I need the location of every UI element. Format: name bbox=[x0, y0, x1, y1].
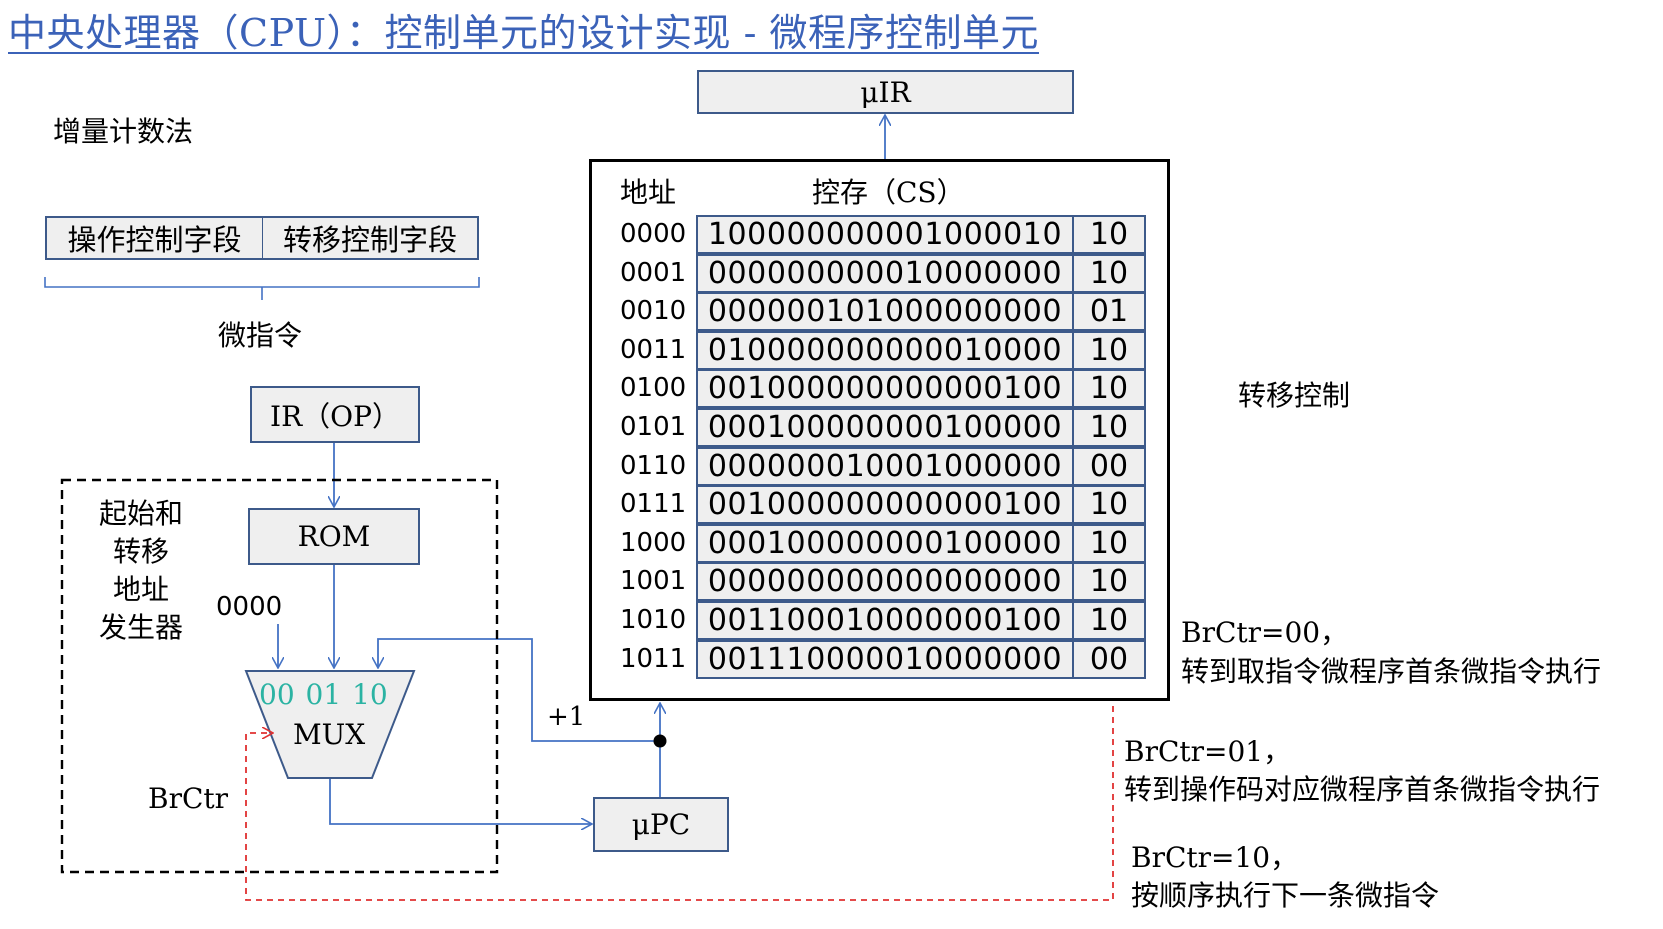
cs-row-address: 0111 bbox=[620, 489, 687, 519]
cs-row-brctr: 00 bbox=[1072, 447, 1146, 486]
address-generator-label: 起始和 转移 地址 发生器 bbox=[91, 495, 191, 647]
note-brctr-01-code: BrCtr=01， bbox=[1124, 735, 1292, 768]
cs-row-address: 1000 bbox=[620, 528, 687, 558]
note-brctr-10-code: BrCtr=10， bbox=[1131, 841, 1299, 874]
cs-row-brctr: 10 bbox=[1072, 254, 1146, 293]
upc-register: μPC bbox=[593, 797, 729, 852]
transfer-control-label: 转移控制 bbox=[1238, 379, 1351, 412]
cs-row-address: 0101 bbox=[620, 412, 687, 442]
method-label: 增量计数法 bbox=[53, 115, 194, 148]
cs-row-brctr: 10 bbox=[1072, 369, 1146, 408]
ir-op-register: IR（OP） bbox=[250, 386, 420, 443]
cs-row-control-bits: 001000000000000100 bbox=[696, 485, 1074, 524]
cs-row-control-bits: 001000000000000100 bbox=[696, 369, 1074, 408]
cs-row-control-bits: 000000000000000000 bbox=[696, 562, 1074, 601]
generator-label-line: 起始和 bbox=[98, 497, 183, 530]
brctr-label: BrCtr bbox=[148, 782, 229, 815]
cs-row-brctr: 01 bbox=[1072, 292, 1146, 331]
constant-input-label: 0000 bbox=[216, 592, 283, 622]
cs-row-address: 1001 bbox=[620, 566, 687, 596]
mux-input-00: 00 bbox=[259, 678, 295, 711]
note-brctr-00-code: BrCtr=00， bbox=[1181, 616, 1349, 649]
cs-row-brctr: 10 bbox=[1072, 485, 1146, 524]
mux-label: MUX bbox=[293, 718, 366, 751]
note-brctr-10-desc: 按顺序执行下一条微指令 bbox=[1131, 879, 1440, 912]
cs-row-brctr: 10 bbox=[1072, 562, 1146, 601]
note-brctr-00-desc: 转到取指令微程序首条微指令执行 bbox=[1181, 655, 1602, 688]
cs-row-control-bits: 001100010000000100 bbox=[696, 601, 1074, 640]
generator-label-line: 地址 bbox=[112, 573, 169, 606]
field-transfer-control: 转移控制字段 bbox=[262, 216, 479, 260]
cs-row-address: 1010 bbox=[620, 605, 687, 635]
junction-dot bbox=[653, 734, 667, 748]
cs-row-brctr: 10 bbox=[1072, 408, 1146, 447]
mux-input-10: 10 bbox=[352, 678, 388, 711]
cs-address-header: 地址 bbox=[620, 176, 677, 209]
page-title: 中央处理器（CPU）：控制单元的设计实现 - 微程序控制单元 bbox=[8, 11, 1040, 55]
rom-block: ROM bbox=[248, 508, 420, 565]
mux-input-01: 01 bbox=[305, 678, 342, 711]
cs-row-address: 0000 bbox=[620, 219, 687, 249]
cs-row-control-bits: 001110000010000000 bbox=[696, 640, 1074, 679]
uir-register: μIR bbox=[697, 70, 1074, 114]
microinstruction-brace bbox=[44, 277, 480, 300]
address-generator-boundary bbox=[60, 478, 499, 874]
cs-row-control-bits: 000000000010000000 bbox=[696, 254, 1074, 293]
generator-label-line: 转移 bbox=[112, 535, 169, 568]
cs-row-control-bits: 000000101000000000 bbox=[696, 292, 1074, 331]
cs-row-control-bits: 100000000001000010 bbox=[696, 215, 1074, 254]
cs-row-control-bits: 000000010001000000 bbox=[696, 447, 1074, 486]
wire-brctr-feedback bbox=[245, 684, 1114, 901]
increment-label: +1 bbox=[547, 702, 586, 732]
mux-shape bbox=[244, 670, 416, 779]
cs-header: 控存（CS） bbox=[812, 176, 965, 209]
microinstruction-label: 微指令 bbox=[218, 319, 303, 352]
note-brctr-01-desc: 转到操作码对应微程序首条微指令执行 bbox=[1124, 773, 1601, 806]
cs-row-brctr: 10 bbox=[1072, 215, 1146, 254]
mux-inputs: 00 01 10 bbox=[259, 678, 388, 711]
cs-row-control-bits: 000100000000100000 bbox=[696, 524, 1074, 563]
field-operation-control: 操作控制字段 bbox=[45, 216, 263, 260]
wire-mux-to-upc bbox=[329, 778, 591, 824]
cs-row-address: 0110 bbox=[620, 451, 687, 481]
cs-row-address: 0001 bbox=[620, 258, 687, 288]
cs-row-address: 0010 bbox=[620, 296, 687, 326]
cs-row-address: 1011 bbox=[620, 644, 687, 674]
cs-row-control-bits: 000100000000100000 bbox=[696, 408, 1074, 447]
cs-row-address: 0011 bbox=[620, 335, 687, 365]
cs-row-brctr: 10 bbox=[1072, 601, 1146, 640]
generator-label-line: 发生器 bbox=[98, 611, 183, 644]
wire-increment-loop bbox=[378, 638, 660, 742]
cs-row-control-bits: 010000000000010000 bbox=[696, 331, 1074, 370]
cs-row-brctr: 00 bbox=[1072, 640, 1146, 679]
cs-row-address: 0100 bbox=[620, 373, 687, 403]
cs-row-brctr: 10 bbox=[1072, 524, 1146, 563]
cs-row-brctr: 10 bbox=[1072, 331, 1146, 370]
